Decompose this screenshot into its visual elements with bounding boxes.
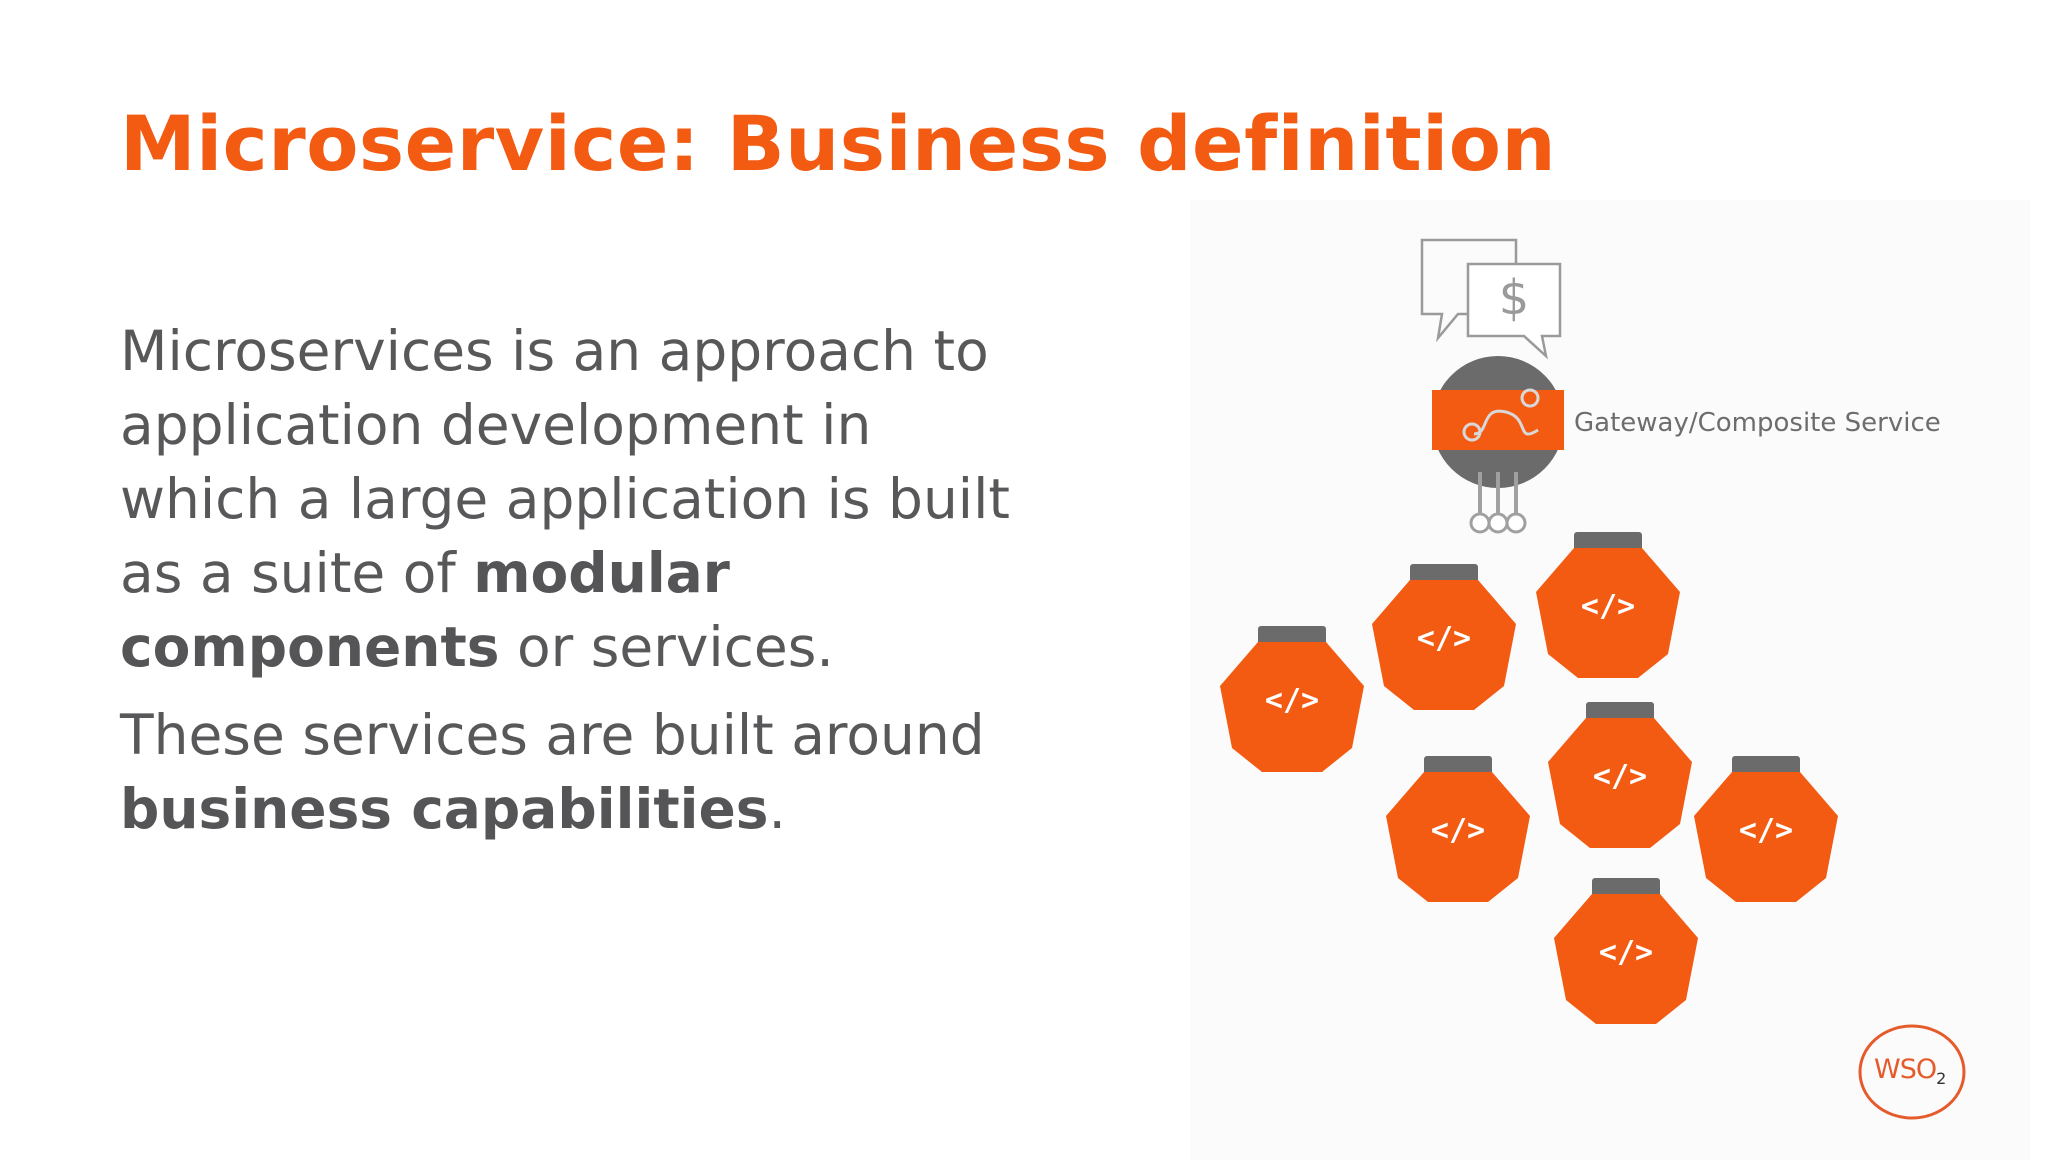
logo-subscript: 2 xyxy=(1936,1069,1946,1088)
code-icon-1: </> xyxy=(1581,589,1635,624)
code-icon-3: </> xyxy=(1265,683,1319,718)
code-icon-6: </> xyxy=(1739,813,1793,848)
paragraph-2-bold: business capabilities xyxy=(120,777,769,841)
code-icon-7: </> xyxy=(1599,935,1653,970)
microservices-diagram: $ xyxy=(1190,200,2030,1160)
paragraph-1: Microservices is an approach to applicat… xyxy=(120,314,1020,684)
code-icon-4: </> xyxy=(1593,759,1647,794)
wso2-logo: WSO2 xyxy=(1856,1022,1970,1122)
code-icon-5: </> xyxy=(1431,813,1485,848)
gateway-icon xyxy=(1432,356,1564,534)
paragraph-1-text: Microservices is an approach to applicat… xyxy=(120,319,1010,605)
logo-ring-icon xyxy=(1858,1024,1966,1120)
paragraph-1-bold: modular components xyxy=(120,541,730,679)
currency-icon: $ xyxy=(1499,270,1530,326)
logo-text: WSO2 xyxy=(1874,1054,1946,1088)
code-icon-2: </> xyxy=(1417,621,1471,656)
gateway-label: Gateway/Composite Service xyxy=(1574,408,1941,438)
slide-title: Microservice: Business definition xyxy=(120,99,1557,188)
logo-letters: WSO xyxy=(1874,1054,1937,1085)
paragraph-1-tail: or services. xyxy=(499,615,834,679)
chat-bubbles-icon xyxy=(1420,238,1562,360)
diagram-svg: $ xyxy=(1220,238,1838,1024)
paragraph-2: These services are built around business… xyxy=(120,698,1020,846)
paragraph-2-text: These services are built around xyxy=(120,703,985,767)
paragraph-2-tail: . xyxy=(768,777,786,841)
slide-body: Microservices is an approach to applicat… xyxy=(120,314,1020,860)
